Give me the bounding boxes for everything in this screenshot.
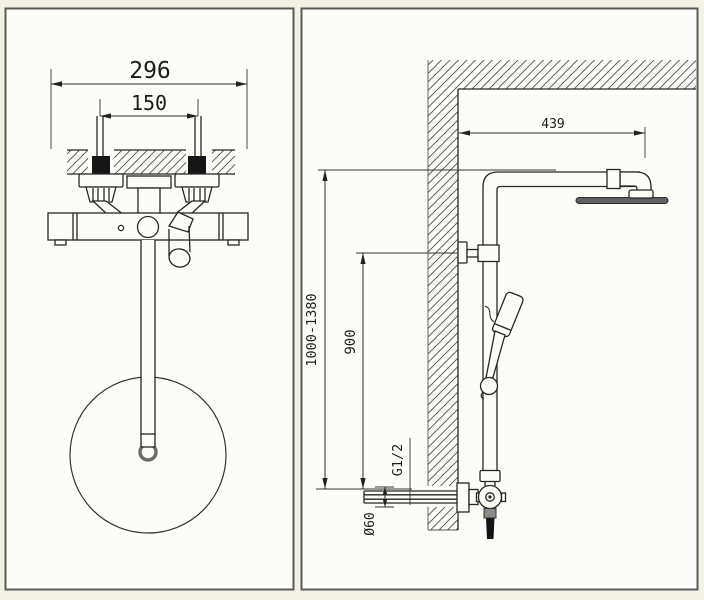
outlet-adapter xyxy=(483,508,497,519)
dimension-overall-width: 296 xyxy=(50,58,248,149)
ceiling-hatch xyxy=(458,60,696,89)
arm-inner-edge xyxy=(496,185,640,212)
right-foot xyxy=(227,239,240,246)
dimension-900-label: 900 xyxy=(343,329,359,354)
dimension-arm-length: 439 xyxy=(459,117,646,158)
dimension-height-range: 1000-1380 xyxy=(304,170,328,489)
right-union-nut xyxy=(181,186,213,203)
dimension-1000-1380-label: 1000-1380 xyxy=(304,293,320,366)
front-view-panel: 296 150 xyxy=(4,7,295,591)
dimension-g12-label: G1/2 xyxy=(390,444,406,477)
dimension-439-label: 439 xyxy=(541,117,564,132)
dimension-150-label: 150 xyxy=(131,91,167,115)
hose-outlet-nozzle xyxy=(486,518,495,539)
left-foot xyxy=(54,239,67,246)
left-supply-anchor xyxy=(92,156,110,174)
body-screw xyxy=(117,224,125,232)
arm-outer-edge xyxy=(482,171,640,212)
inlet-flange xyxy=(456,482,470,513)
center-neck xyxy=(137,187,161,216)
side-view-border xyxy=(300,7,699,591)
diverter xyxy=(167,211,194,233)
outlet-joint xyxy=(136,215,160,239)
left-union-nut xyxy=(85,186,117,203)
left-escutcheon xyxy=(78,173,124,188)
supply-connections xyxy=(92,116,206,174)
right-supply-anchor xyxy=(188,156,206,174)
arm-ferrule xyxy=(606,168,621,190)
side-view-panel: 439 1000-1380 900 Ø60 G1/2 xyxy=(300,7,699,591)
dimension-d60-label: Ø60 xyxy=(363,512,378,535)
dimension-connection-spacing: 150 xyxy=(99,91,199,119)
inlet-valve-assembly xyxy=(363,482,507,539)
hand-shower xyxy=(479,291,524,400)
spout-end xyxy=(168,248,191,268)
riser-coupling xyxy=(479,469,501,486)
mixer-valve-front xyxy=(47,173,249,268)
wall-bracket xyxy=(457,241,500,264)
shower-column-side xyxy=(482,168,669,471)
wall-section-side xyxy=(427,60,696,531)
head-flange xyxy=(628,189,654,199)
holder-clip xyxy=(480,391,485,400)
wall-hatch-side xyxy=(428,60,458,530)
hose-cross-mark xyxy=(484,305,495,323)
dimension-296-label: 296 xyxy=(129,58,171,84)
center-bracket xyxy=(126,175,172,189)
slider-holder xyxy=(479,376,499,396)
dimension-inlet-height: 900 xyxy=(343,253,366,489)
rain-shower-head xyxy=(575,197,669,204)
down-pipe xyxy=(140,240,156,448)
right-escutcheon xyxy=(174,173,220,188)
